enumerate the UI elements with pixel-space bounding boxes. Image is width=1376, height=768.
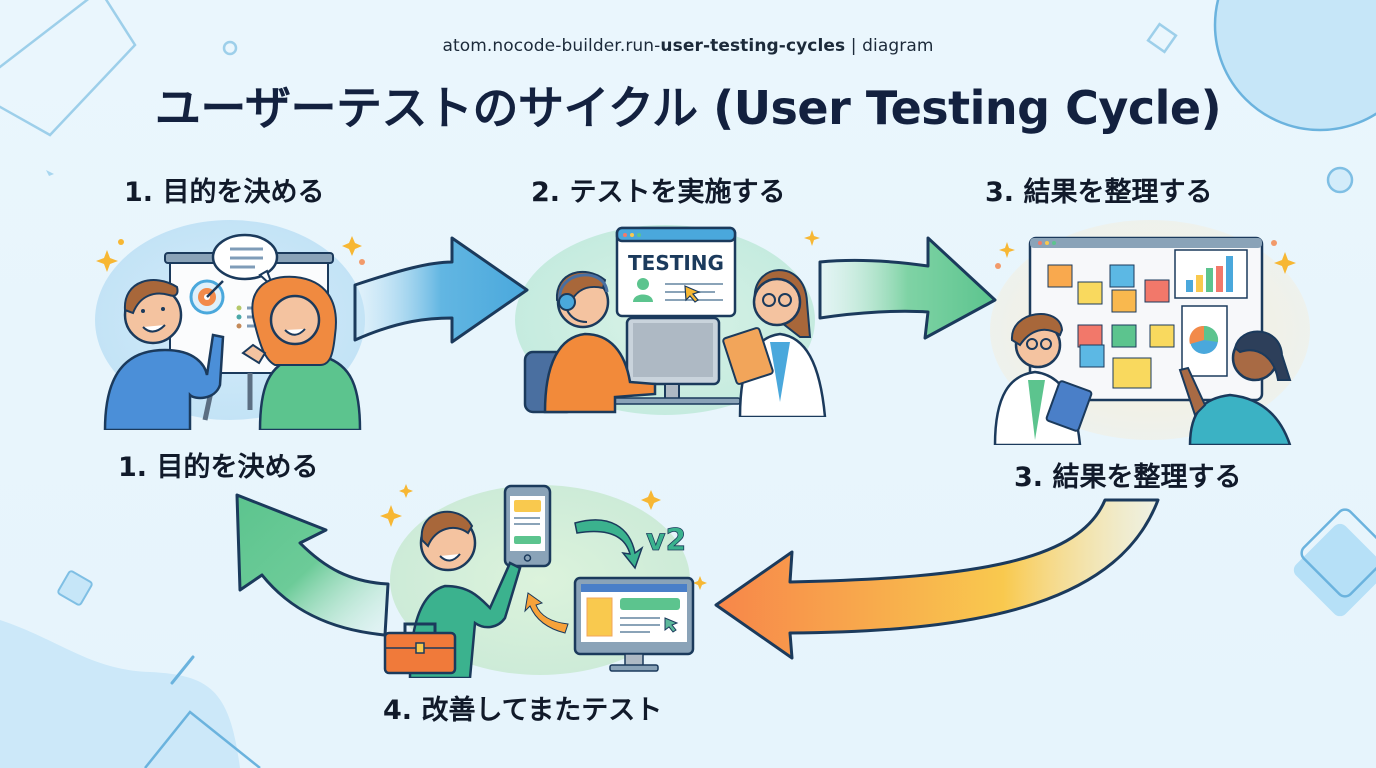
cursor-icon: [684, 285, 701, 303]
subtitle-domain: atom.nocode-builder.run-: [442, 36, 661, 56]
orange-curved-arrow-icon: [524, 592, 569, 634]
curved-arrow-icon: [574, 519, 644, 570]
bottom-right-diamond-icon: [1293, 508, 1376, 617]
testing-screen-text: TESTING: [628, 251, 724, 275]
version-label: v2: [646, 523, 686, 558]
step-1-illustration: [103, 233, 362, 430]
arrow-step1-to-step2: [353, 236, 529, 344]
target-icon: [189, 279, 225, 315]
ring-icon-right: [1326, 166, 1354, 194]
corner-line: [144, 710, 261, 768]
researcher-figure: [993, 313, 1093, 445]
sticky-notes: [1047, 264, 1175, 389]
arrow-step3-to-step4: [714, 498, 1160, 660]
woman-figure: [241, 275, 362, 430]
step-2-illustration: TESTING: [523, 226, 827, 417]
man-figure: [103, 279, 225, 430]
user-with-headset: [523, 270, 657, 414]
dash-line: [170, 655, 195, 685]
researcher-with-clipboard: [722, 269, 827, 417]
page-subtitle: atom.nocode-builder.run-user-testing-cyc…: [0, 36, 1376, 56]
participant-figure: [1178, 330, 1292, 445]
toolbox-icon: [383, 622, 457, 675]
bottom-left-blob: [0, 620, 240, 768]
clipboard-icon: [1045, 380, 1093, 432]
step-1-caption: 1. 目的を決める: [118, 452, 319, 483]
step-3-illustration: [993, 236, 1292, 445]
step-3-label: 3. 結果を整理する: [985, 177, 1213, 208]
browser-window-icon: TESTING: [615, 226, 737, 318]
subtitle-type: | diagram: [845, 36, 934, 56]
subtitle-slug: user-testing-cycles: [660, 36, 846, 56]
step-1-label: 1. 目的を決める: [124, 177, 325, 208]
top-right-circle-icon: [1213, 0, 1376, 132]
step-2-label: 2. テストを実施する: [531, 177, 786, 208]
ring-icon: [222, 40, 238, 56]
clipboard-icon: [722, 327, 774, 385]
bar-chart-icon: [1174, 249, 1248, 299]
desktop-monitor-icon: [573, 576, 695, 672]
arrow-step4-to-step1: [235, 493, 390, 637]
step-4-illustration: v2: [383, 484, 695, 678]
smartphone-icon: [503, 484, 552, 568]
small-square-outline-icon: [57, 570, 93, 606]
heart-dot: [46, 170, 54, 176]
page-title: ユーザーテストのサイクル (User Testing Cycle): [154, 81, 1222, 135]
computer-monitor-icon: [609, 316, 741, 405]
speech-bubble-icon: [211, 233, 279, 288]
step-3-caption: 3. 結果を整理する: [1014, 462, 1242, 493]
sparkle-icons: [96, 230, 1296, 590]
small-diamond-outline-icon: [1146, 22, 1178, 54]
step-4-label: 4. 改善してまたテスト: [383, 695, 663, 726]
corner-square-outline-icon: [0, 0, 137, 137]
cursor-icon: [664, 617, 679, 633]
pie-chart-icon: [1181, 305, 1228, 377]
arrow-step2-to-step3: [818, 236, 997, 340]
